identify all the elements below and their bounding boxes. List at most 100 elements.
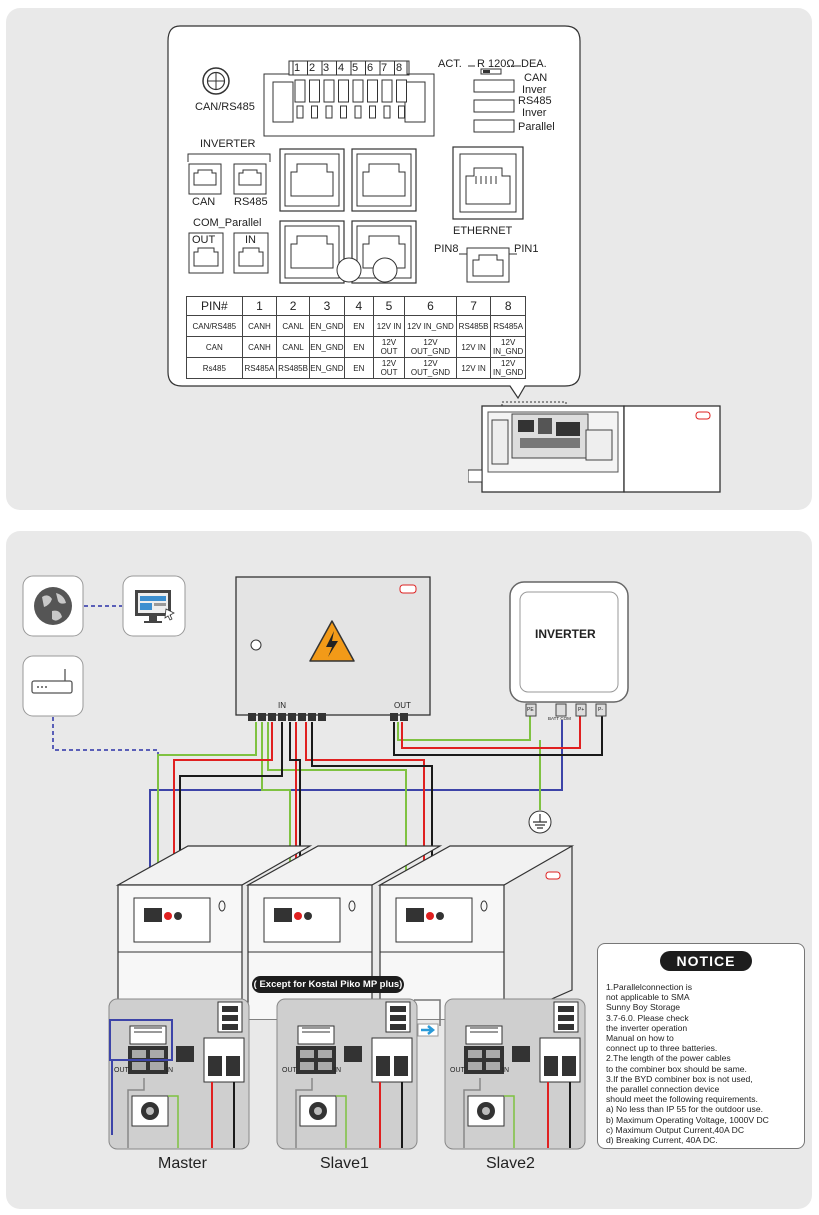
notice-line: 3.7-6.0. Please check — [606, 1012, 689, 1023]
module-in-label-master: IN — [166, 1067, 173, 1074]
inverter-port-battcom: BATT COM — [548, 716, 571, 721]
switch-can-inver-1: CAN — [524, 72, 548, 84]
table-cell: RS485B — [276, 357, 310, 379]
terminal-screw — [338, 79, 349, 103]
terminal-screw — [396, 79, 407, 103]
terminal-slot — [383, 105, 391, 119]
cell-line: IN_GND — [493, 347, 524, 356]
inverter-port-pplus: P+ — [578, 707, 585, 713]
terminal-pin-number: 2 — [309, 62, 316, 74]
monitor-icon — [122, 575, 186, 637]
terminal-screw — [294, 79, 306, 103]
slave2-caption: Slave2 — [486, 1155, 535, 1172]
battery-terminal — [406, 908, 424, 922]
battery-terminal — [174, 912, 182, 920]
pin-table-header: 4 — [343, 296, 374, 316]
kostal-exception-callout: ( Except for Kostal Piko MP plus) — [252, 976, 404, 993]
inverter-unit — [509, 581, 629, 717]
router-icon — [22, 655, 84, 717]
battery-terminal — [304, 912, 312, 920]
can-port-label: CAN — [192, 196, 216, 208]
cell-line: IN_GND — [493, 368, 524, 377]
slave1-module-detail — [276, 998, 418, 1150]
combiner-out-label: OUT — [394, 701, 411, 710]
terminal-slot — [354, 105, 362, 119]
terminal-pin-number: 8 — [396, 62, 403, 74]
rj45-port-icon — [351, 148, 417, 212]
terminal-pin-number: 6 — [367, 62, 374, 74]
pin-table-header: 8 — [490, 296, 526, 316]
com-in-label: IN — [245, 234, 256, 246]
terminal-screw — [323, 79, 335, 103]
inverter-port-pminus: P- — [598, 707, 603, 713]
switch-parallel: Parallel — [518, 121, 555, 133]
notice-line: 1.Parallelconnection is — [606, 982, 692, 992]
cell-line: 12V — [501, 359, 516, 368]
ethernet-port-icon — [452, 146, 524, 220]
notice-line: 2.The length of the power cables — [606, 1053, 731, 1064]
cell-line: OUT_GND — [410, 347, 451, 356]
notice-line: to the combiner box should be same. — [606, 1063, 747, 1074]
terminal-pin-number: 1 — [294, 62, 301, 74]
r120-label: R 120Ω — [477, 58, 515, 70]
table-cell: 12V IN — [455, 336, 492, 358]
battery-terminal — [294, 912, 302, 920]
pin1-label: PIN1 — [514, 243, 539, 255]
notice-line: c) Maximum Output Current,40A DC — [606, 1124, 745, 1135]
table-cell: EN — [343, 357, 374, 379]
battery-tower — [245, 845, 443, 1020]
terminal-block — [263, 60, 435, 137]
master-module-detail — [108, 998, 250, 1150]
dip-switches — [468, 65, 521, 133]
notice-line: not applicable to SMA — [606, 992, 690, 1003]
dea-label: DEA. — [521, 58, 547, 70]
table-cell: RS485B — [455, 315, 492, 337]
inverter-port-pe: PE — [527, 707, 534, 713]
table-cell: 12V IN — [455, 357, 492, 379]
table-cell: RS485A — [490, 315, 526, 337]
terminal-pin-number: 3 — [323, 62, 330, 74]
rj45-port-icon — [279, 148, 345, 212]
table-cell: 12V IN — [372, 315, 406, 337]
rj45-port-block — [279, 148, 417, 284]
terminal-slot — [325, 105, 333, 119]
pin-table-header: 1 — [241, 296, 278, 316]
cell-line: 12V — [423, 338, 438, 347]
slave1-caption: Slave1 — [320, 1155, 369, 1172]
notice-line: connect up to three batteries. — [606, 1043, 718, 1054]
combiner-in-label: IN — [278, 701, 286, 710]
inverter-label: INVERTER — [200, 138, 256, 150]
cell-line: 12V — [501, 338, 516, 347]
switch-rs485-inver-1: RS485 — [518, 95, 552, 107]
battery-terminal — [426, 912, 434, 920]
terminal-slot — [296, 105, 304, 119]
battery-terminal — [274, 908, 292, 922]
table-cell: EN — [343, 336, 374, 358]
com-parallel-in-port — [233, 232, 269, 274]
notice-text: 1.Parallelconnection is not applicable t… — [606, 982, 800, 1145]
notice-line: should meet the following requirements. — [606, 1094, 758, 1105]
can-port-icon — [188, 163, 222, 195]
notice-line: the parallel connection device — [606, 1084, 720, 1095]
rs485-port-label: RS485 — [234, 196, 268, 208]
notice-line: Sunny Boy Storage — [606, 1002, 681, 1013]
terminal-slot — [398, 105, 405, 119]
act-label: ACT. — [438, 58, 462, 70]
globe-icon — [22, 575, 84, 637]
terminal-pin-cell — [394, 60, 410, 76]
notice-line: b) Maximum Operating Voltage, 1000V DC — [606, 1114, 769, 1125]
table-cell: EN_GND — [308, 336, 345, 358]
pin8-label: PIN8 — [434, 243, 459, 255]
table-cell: EN_GND — [308, 315, 345, 337]
cell-line: 12V — [423, 359, 438, 368]
ethernet-label: ETHERNET — [453, 225, 513, 237]
table-row: Rs485 RS485A RS485B EN_GND EN 12V OUT 12… — [186, 357, 526, 379]
module-out-label-slave1: OUT — [282, 1067, 297, 1074]
table-cell: Rs485 — [186, 357, 243, 379]
battery-tower — [377, 845, 575, 1020]
inverter-bracket — [187, 153, 271, 162]
pin-table-header: 3 — [308, 296, 345, 316]
